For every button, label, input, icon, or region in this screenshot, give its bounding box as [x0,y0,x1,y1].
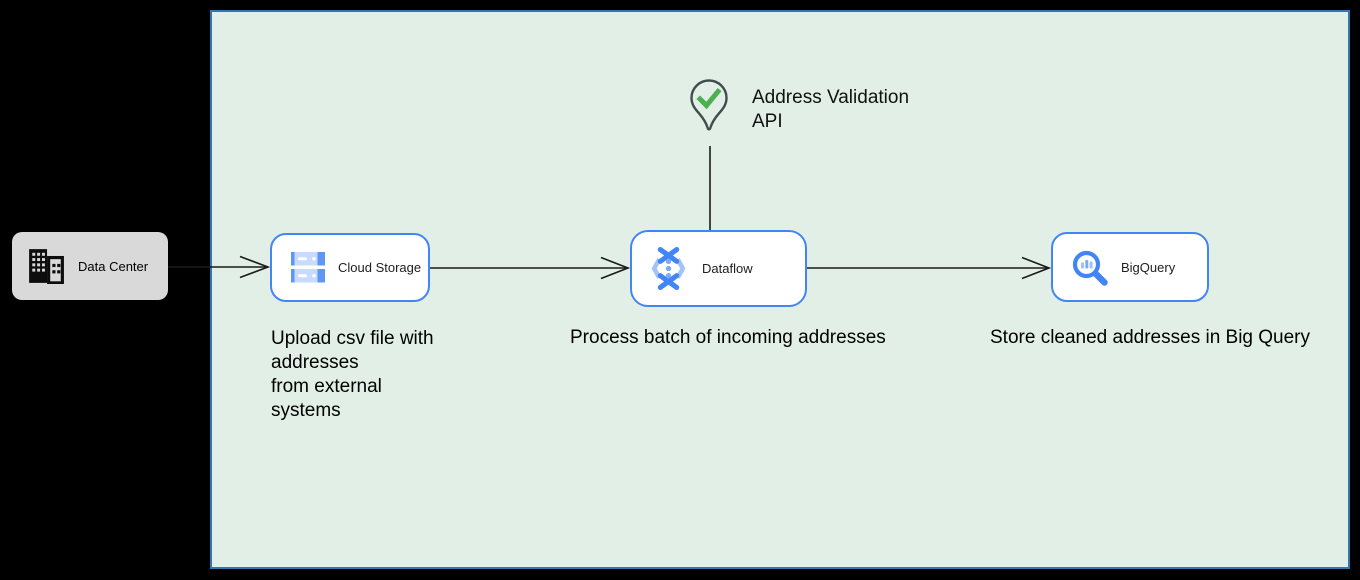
building-icon [29,249,64,284]
map-pin-check-icon [690,79,728,131]
bigquery-icon [1072,250,1108,286]
address-validation-pin [688,78,730,136]
caption-bigquery: Store cleaned addresses in Big Query [990,327,1311,348]
node-data-center[interactable]: Data Center [12,232,168,300]
address-validation-api-label: Address Validation API [752,87,910,132]
cloud-storage-icon [291,252,325,283]
bigquery-label: BigQuery [1121,259,1176,275]
node-bigquery[interactable]: BigQuery [1051,232,1209,302]
node-cloud-storage[interactable]: Cloud Storage [270,233,430,302]
node-dataflow[interactable]: Dataflow [630,230,807,307]
caption-dataflow: Process batch of incoming addresses [570,327,886,348]
data-center-label: Data Center [78,258,149,274]
dataflow-label: Dataflow [702,261,753,276]
caption-cloud-storage: Upload csv file with addresses from exte… [271,328,434,421]
cloud-storage-label: Cloud Storage [338,260,422,275]
dataflow-icon [651,247,686,290]
